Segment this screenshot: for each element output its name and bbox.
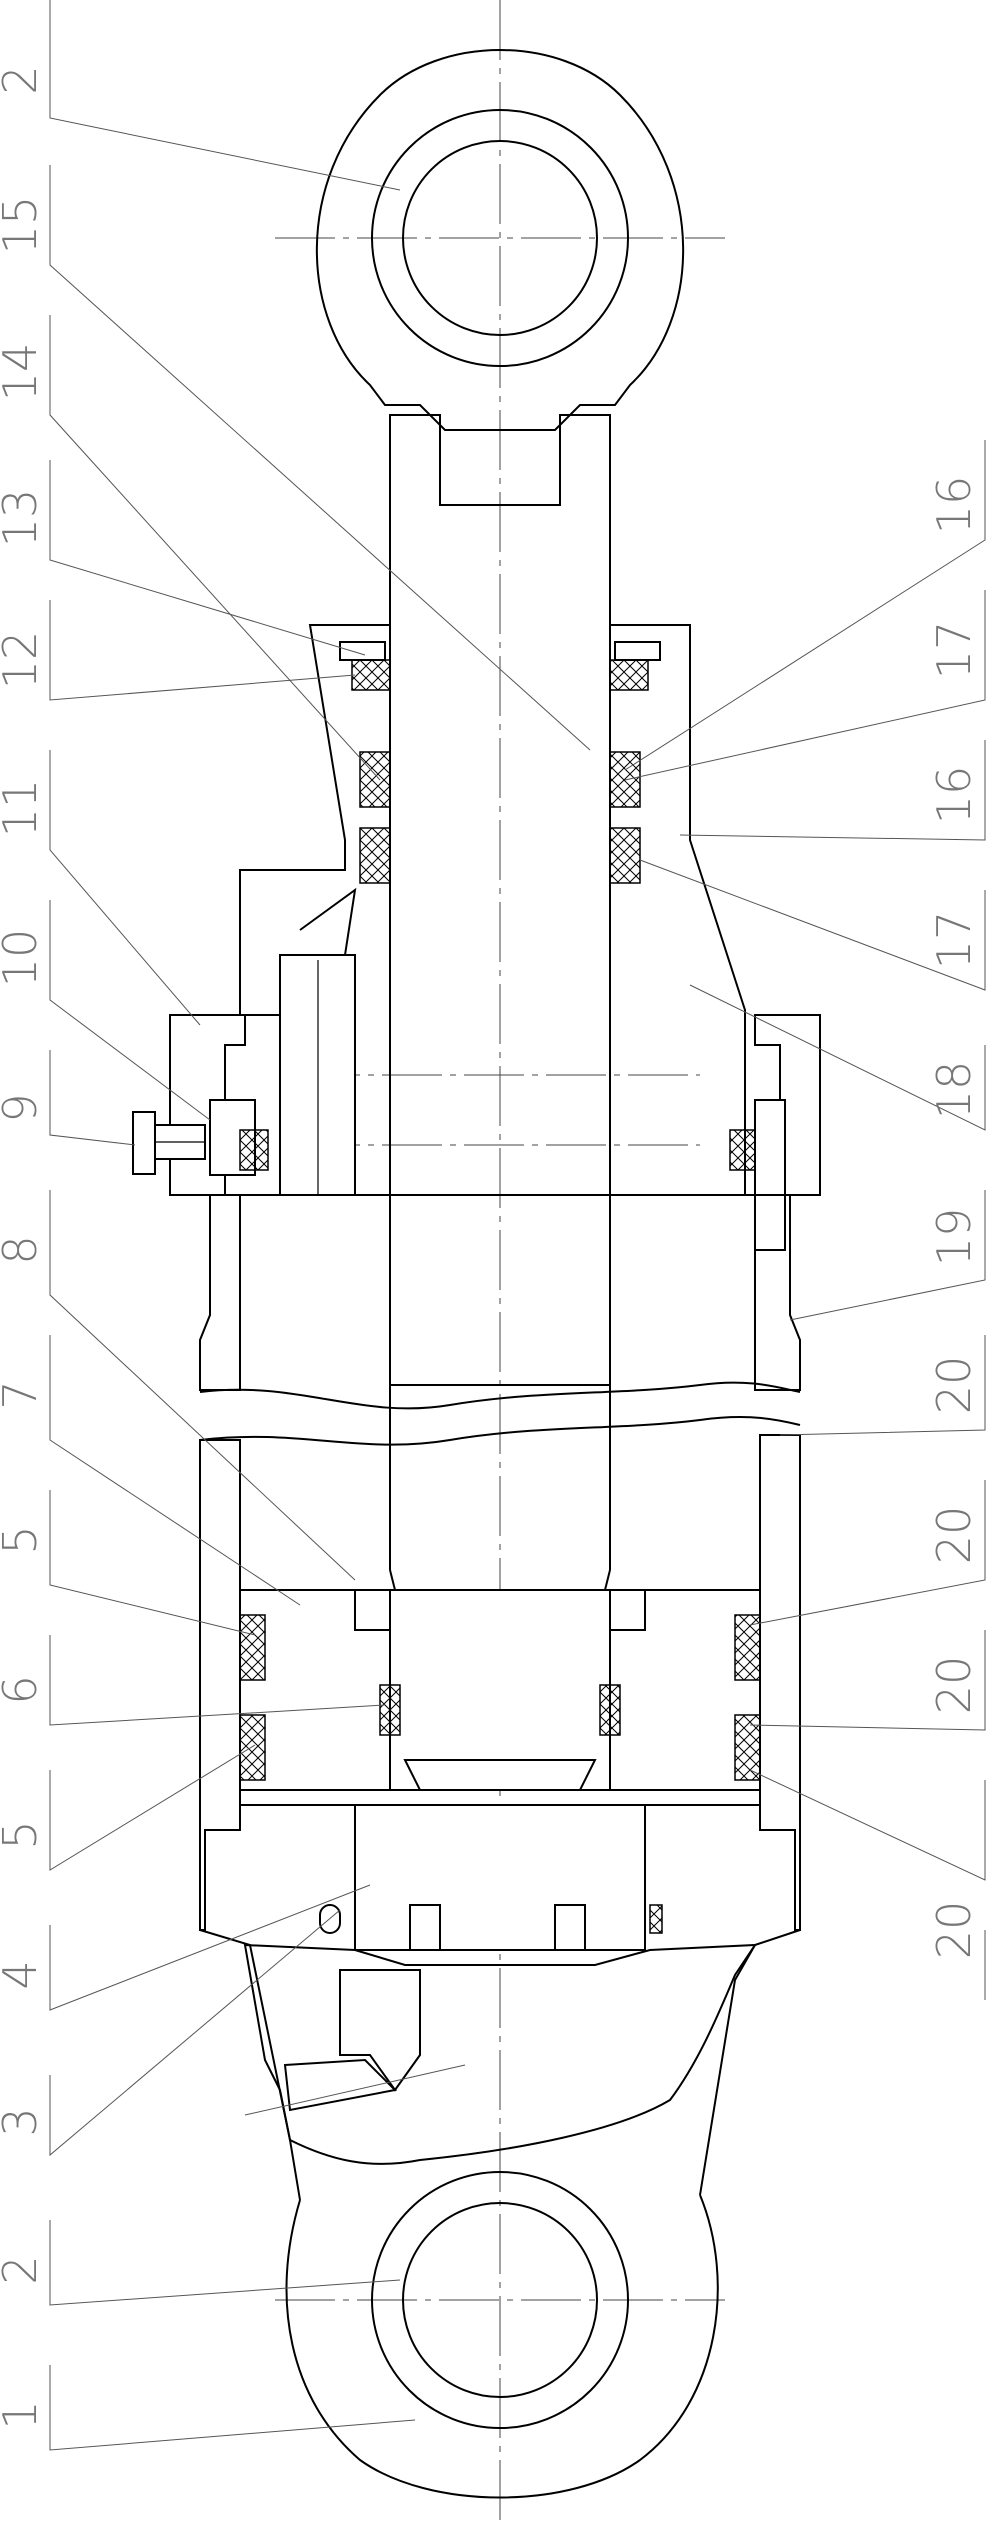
cylinder-base <box>199 1929 801 2499</box>
label-right-3: 17 <box>927 911 981 970</box>
label-left-3: 13 <box>0 489 47 548</box>
labels-right: 16 17 16 17 18 19 20 20 20 20 <box>927 476 981 1960</box>
piston-nut <box>319 1804 663 1951</box>
lock-nut <box>132 1014 821 1251</box>
label-left-13: 4 <box>0 1960 47 1989</box>
label-left-6: 10 <box>0 929 47 988</box>
label-right-8: 20 <box>927 1656 981 1715</box>
label-left-14: 3 <box>0 2107 47 2136</box>
center-lines <box>275 0 725 2522</box>
label-left-9: 7 <box>0 1380 47 1409</box>
label-right-4: 18 <box>927 1061 981 1120</box>
label-right-7: 20 <box>927 1506 981 1565</box>
rod-eye-top <box>315 49 685 431</box>
leader-lines-right <box>624 440 986 2000</box>
label-right-5: 19 <box>927 1208 981 1267</box>
label-left-2: 14 <box>0 343 47 402</box>
label-left-8: 8 <box>0 1235 47 1264</box>
gland-sleeve <box>239 624 746 1196</box>
label-left-12: 5 <box>0 1820 47 1849</box>
label-left-5: 11 <box>0 779 47 838</box>
label-right-6: 20 <box>927 1356 981 1415</box>
label-left-1: 15 <box>0 196 47 255</box>
label-left-7: 9 <box>0 1093 47 1122</box>
piston <box>239 1589 761 1806</box>
label-right-0: 16 <box>927 476 981 535</box>
label-right-1: 17 <box>927 621 981 680</box>
label-left-10: 5 <box>0 1525 47 1554</box>
label-left-16: 1 <box>0 2400 47 2429</box>
label-right-2: 16 <box>927 766 981 825</box>
labels-left: 2 15 14 13 12 11 10 9 8 7 5 6 5 4 3 2 1 <box>0 65 47 2429</box>
label-right-9: 20 <box>927 1901 981 1960</box>
leader-lines-left <box>49 0 591 2451</box>
label-left-11: 6 <box>0 1675 47 1704</box>
label-left-15: 2 <box>0 2255 47 2284</box>
label-left-0: 2 <box>0 65 47 94</box>
label-left-4: 12 <box>0 631 47 690</box>
